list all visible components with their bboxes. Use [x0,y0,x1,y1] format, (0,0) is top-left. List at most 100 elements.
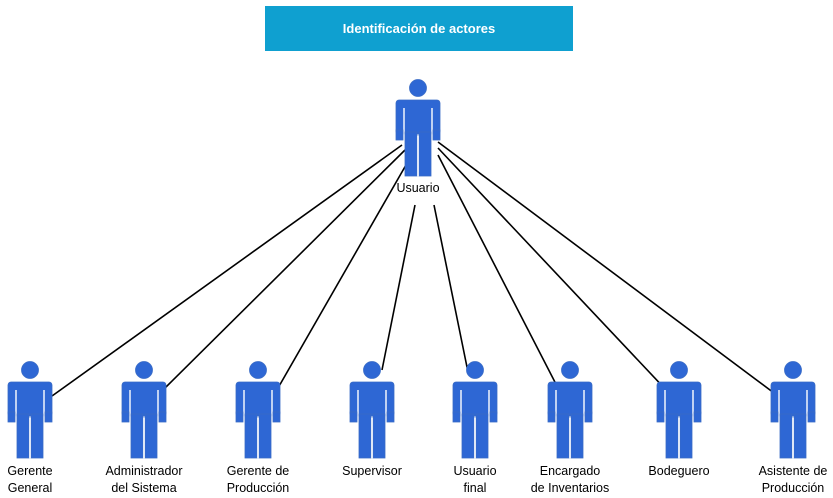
person-right-leg [793,413,807,459]
person-body [656,381,702,417]
diagram-title: Identificación de actores [342,21,496,36]
actor-label: Supervisor [342,464,402,478]
person-left-leg [358,413,372,459]
person-right-arm [158,411,167,423]
connection-lines [51,141,779,397]
person-head [21,361,39,379]
person-right-leg [475,413,489,459]
actor-3 [349,361,395,459]
person-left-arm [656,411,665,423]
actor-label-line: Producción [762,481,825,495]
actor-label-line: Usuario [453,464,496,478]
person-left-arm [547,411,556,423]
actor-4 [452,361,498,459]
actor-2 [235,361,281,459]
person-head [135,361,153,379]
person-left-leg [665,413,679,459]
root-actor-label: Usuario [396,181,439,195]
person-left-arm [7,411,16,423]
person-right-arm [272,411,281,423]
person-head [249,361,267,379]
person-head [409,79,427,97]
root-actor-label-line: Usuario [396,181,439,195]
person-head [466,361,484,379]
person-body [770,381,816,417]
actor-0 [7,361,53,459]
person-head [784,361,802,379]
person-body [349,381,395,417]
person-head [670,361,688,379]
person-body [235,381,281,417]
person-head [561,361,579,379]
person-right-leg [570,413,584,459]
person-right-leg [30,413,44,459]
person-left-arm [452,411,461,423]
actor-5 [547,361,593,459]
actor-label-line: del Sistema [111,481,176,495]
connection-line [381,204,416,371]
person-body [452,381,498,417]
person-right-leg [372,413,386,459]
actor-label-line: Bodeguero [648,464,709,478]
person-left-leg [244,413,258,459]
person-body [7,381,53,417]
person-right-leg [418,131,432,177]
connection-line [437,147,669,393]
person-head [363,361,381,379]
actor-1 [121,361,167,459]
person-body [395,99,441,135]
actor-6 [656,361,702,459]
person-right-leg [258,413,272,459]
person-right-arm [489,411,498,423]
actor-label-line: Asistente de [759,464,828,478]
person-right-arm [432,129,441,141]
person-left-leg [779,413,793,459]
person-right-leg [679,413,693,459]
actor-label: Gerente de Producción [227,464,290,495]
person-left-arm [121,411,130,423]
person-body [121,381,167,417]
person-right-leg [144,413,158,459]
person-right-arm [693,411,702,423]
person-left-arm [235,411,244,423]
actor-label-line: de Inventarios [531,481,610,495]
connection-line [277,157,411,389]
title-banner: Identificación de actores [265,6,573,51]
actor-label: Administrador del Sistema [105,464,182,495]
root-actor-usuario [395,79,441,177]
actor-7 [770,361,816,459]
person-left-arm [770,411,779,423]
person-left-leg [16,413,30,459]
person-left-arm [349,411,358,423]
actor-label-line: Administrador [105,464,182,478]
person-left-leg [461,413,475,459]
person-left-arm [395,129,404,141]
actor-label: Usuario final [453,464,496,495]
actor-label-line: General [8,481,52,495]
connection-line [437,154,559,389]
actor-label-line: Encargado [540,464,601,478]
actor-label-line: Producción [227,481,290,495]
actor-label-line: Gerente de [227,464,290,478]
actor-label-line: Gerente [7,464,52,478]
person-right-arm [584,411,593,423]
connection-line [433,204,469,373]
person-left-leg [130,413,144,459]
person-right-arm [44,411,53,423]
actor-label: Encargado de Inventarios [531,464,610,495]
person-left-leg [556,413,570,459]
actor-label-line: Supervisor [342,464,402,478]
actor-label: Asistente de Producción [759,464,828,495]
person-right-arm [386,411,395,423]
connection-line [437,141,779,397]
person-left-leg [404,131,418,177]
actor-label-line: final [464,481,487,495]
connection-line [51,144,403,397]
connection-line [164,149,406,389]
person-body [547,381,593,417]
actor-label: Bodeguero [648,464,709,478]
person-right-arm [807,411,816,423]
